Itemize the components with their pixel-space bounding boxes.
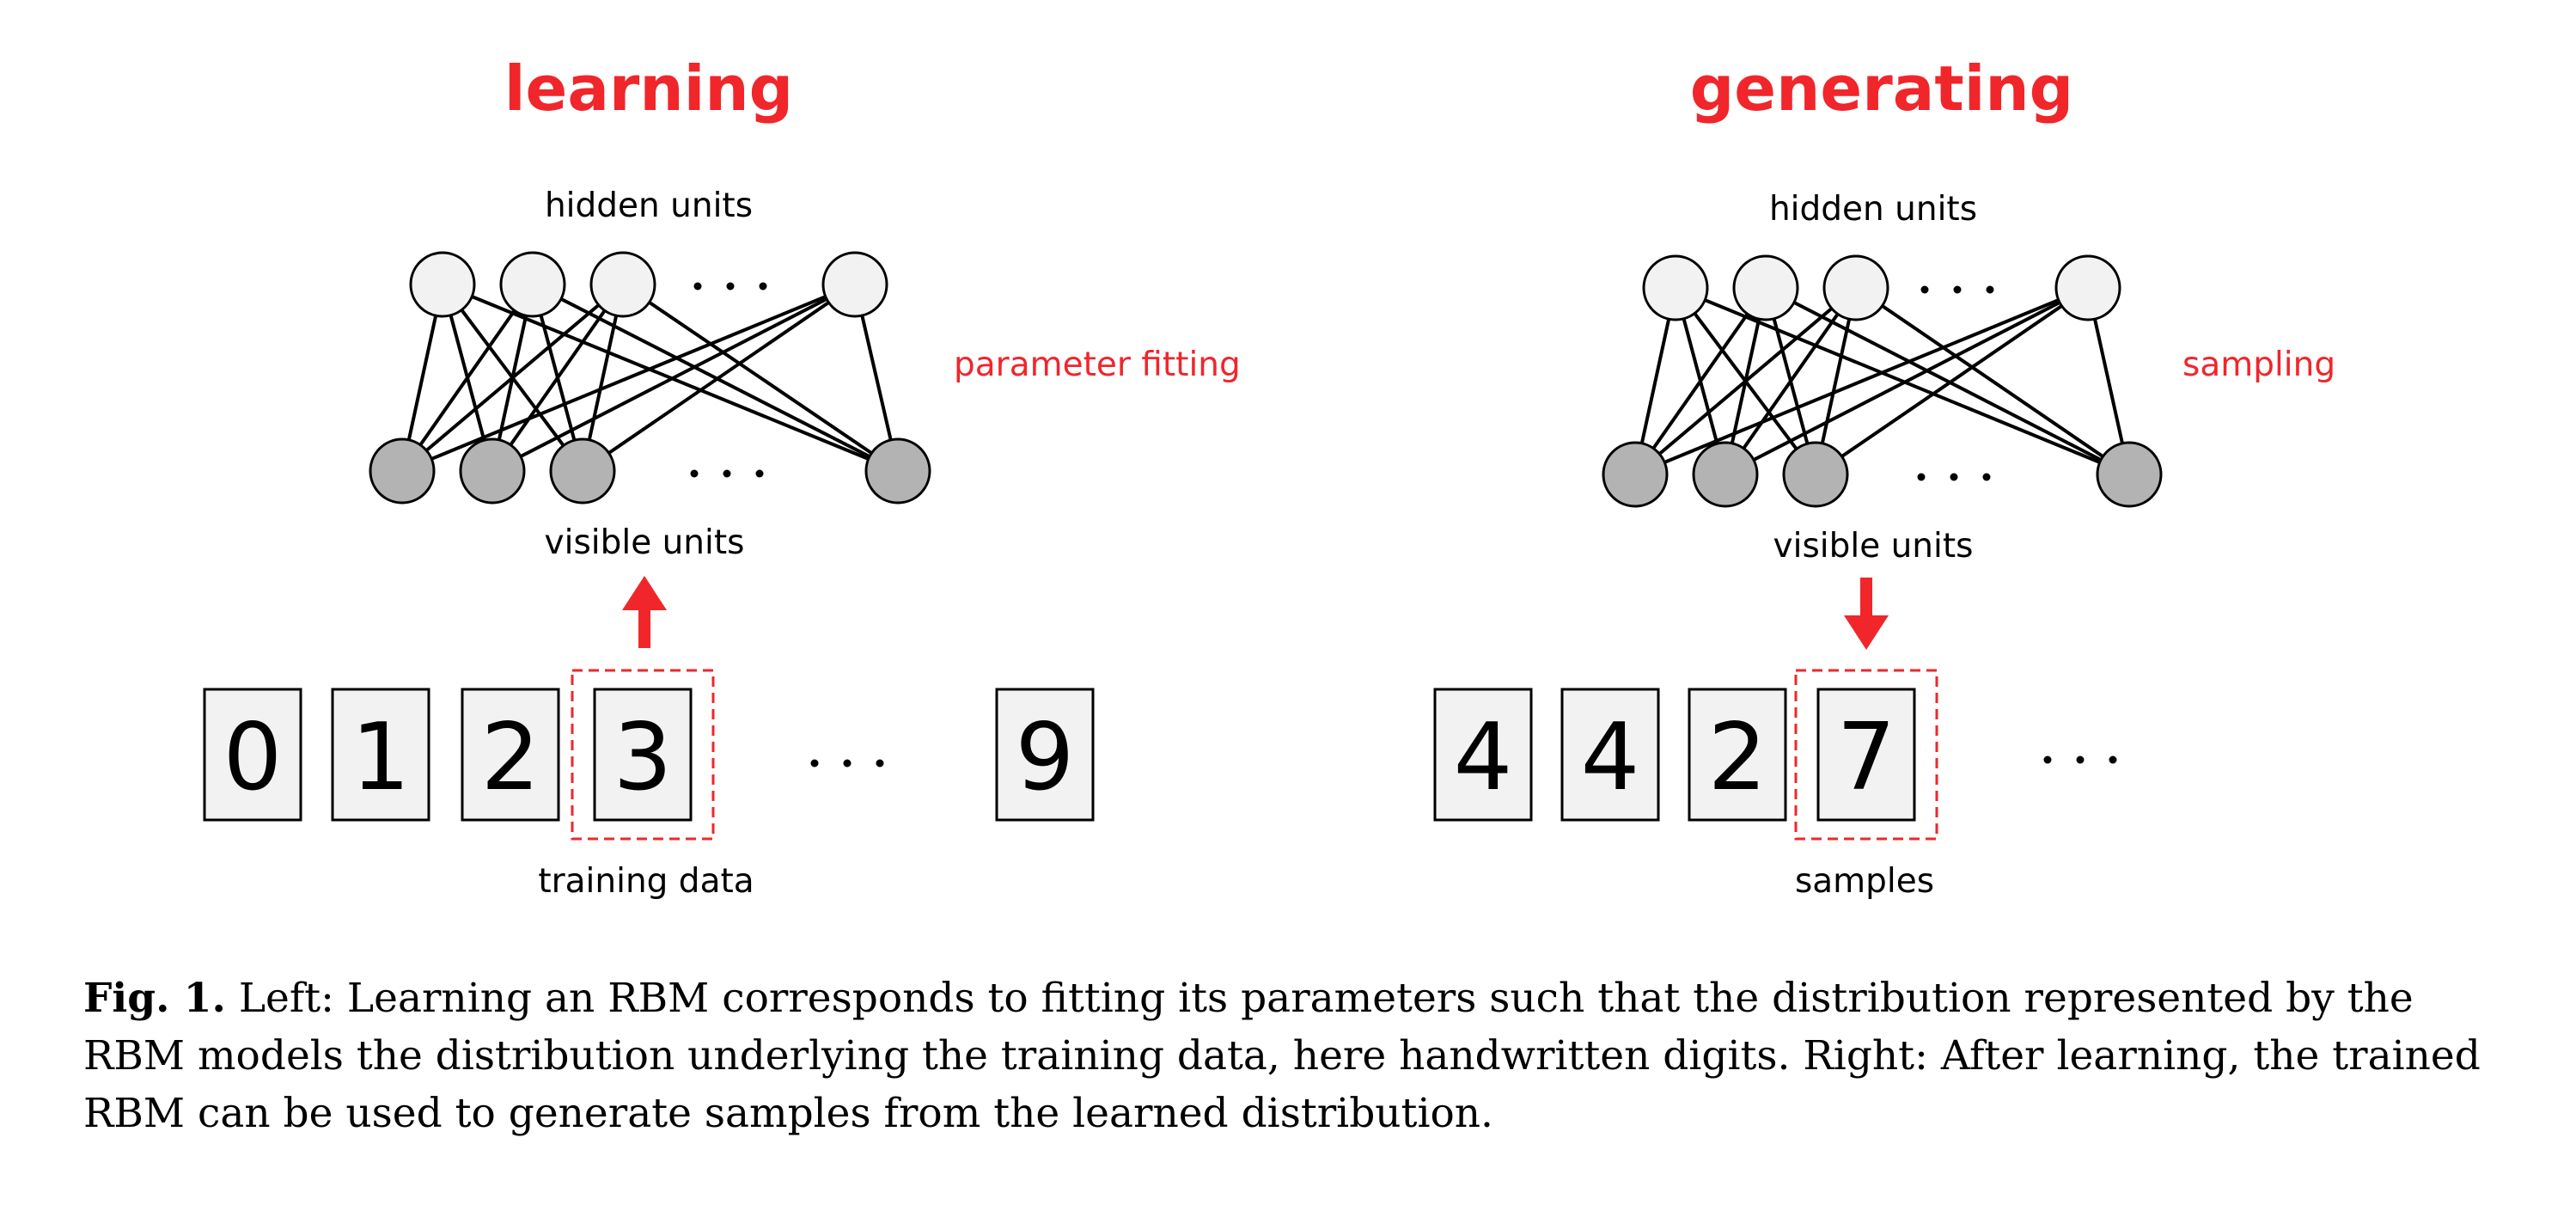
caption-text: Left: Learning an RBM corresponds to fit… — [83, 975, 2481, 1137]
right-visible-label: visible units — [1773, 527, 1974, 566]
weight-edge — [1765, 286, 2130, 476]
right-visible-ellipsis — [1917, 473, 1991, 481]
visible-unit — [1782, 441, 1849, 508]
hidden-unit — [1642, 254, 1709, 321]
weight-edge — [401, 283, 856, 473]
weight-edge — [1675, 286, 2130, 476]
digit-box-frame — [1816, 688, 1916, 822]
left-hidden-label: hidden units — [545, 187, 753, 225]
digit-box: 2 — [1688, 688, 1787, 822]
left-hidden-units — [409, 251, 888, 318]
right-hidden-ellipsis — [1920, 285, 1994, 294]
left-highlight-box — [571, 669, 715, 841]
digit-box-frame — [995, 688, 1095, 822]
digit-glyph: 2 — [481, 704, 540, 811]
digit-glyph: 7 — [1837, 704, 1896, 811]
hidden-unit — [1822, 254, 1889, 321]
weight-edge — [1633, 286, 1858, 476]
weight-edge — [400, 283, 534, 473]
weight-edge — [400, 283, 625, 473]
left-visible-label: visible units — [545, 523, 745, 562]
digit-glyph: 4 — [1454, 704, 1513, 811]
digit-box: 7 — [1816, 688, 1916, 822]
hidden-unit — [2054, 254, 2121, 321]
digit-glyph: 4 — [1581, 704, 1640, 811]
caption-label: Fig. 1. — [83, 975, 226, 1022]
right-highlight-box — [1794, 669, 1938, 841]
weight-edge — [1724, 286, 2089, 476]
digit-glyph: 1 — [351, 704, 411, 811]
visible-unit — [2096, 441, 2163, 508]
hidden-unit — [1732, 254, 1799, 321]
digit-box-frame — [1560, 688, 1660, 822]
digit-glyph: 3 — [613, 704, 673, 811]
digit-box-frame — [203, 688, 302, 822]
left-title: learning — [504, 52, 793, 125]
hidden-unit — [821, 251, 888, 318]
weight-edge — [532, 283, 899, 473]
hidden-unit — [499, 251, 566, 318]
down-arrow — [1844, 578, 1889, 650]
left-visible-ellipsis — [690, 469, 764, 478]
digit-glyph: 9 — [1016, 704, 1075, 811]
right-panel: generating hidden units sampling visible… — [1433, 52, 2335, 901]
digit-box: 4 — [1560, 688, 1660, 822]
weight-edge — [1634, 286, 2089, 476]
digit-box: 3 — [593, 688, 693, 822]
digit-box: 2 — [461, 688, 560, 822]
weight-edge — [1854, 286, 2131, 476]
visible-unit — [1692, 441, 1759, 508]
figure-caption: Fig. 1. Left: Learning an RBM correspond… — [83, 970, 2515, 1142]
hidden-unit — [409, 251, 476, 318]
right-side-label: sampling — [2182, 346, 2335, 384]
weight-edge — [1633, 286, 1767, 476]
left-panel: learning hidden units parameter fitting … — [203, 52, 1241, 901]
right-hidden-label: hidden units — [1769, 190, 1977, 229]
digit-box-frame — [1688, 688, 1787, 822]
hidden-unit — [589, 251, 656, 318]
left-visible-units — [369, 437, 931, 505]
visible-unit — [1602, 441, 1669, 508]
rbm-diagram: learning hidden units parameter fitting … — [203, 52, 2335, 901]
left-data-label: training data — [538, 862, 754, 901]
left-side-label: parameter fitting — [954, 346, 1241, 384]
weight-edge — [621, 283, 900, 473]
weight-edge — [1724, 286, 1858, 476]
digit-glyph: 2 — [1708, 704, 1767, 811]
up-arrow — [622, 576, 667, 648]
right-data-label: samples — [1795, 862, 1934, 901]
digit-box: 0 — [203, 688, 302, 822]
left-hidden-ellipsis — [693, 282, 767, 291]
right-visible-units — [1602, 441, 2163, 508]
digit-box-frame — [593, 688, 693, 822]
visible-unit — [459, 437, 526, 505]
digit-box: 9 — [995, 688, 1095, 822]
digit-box-frame — [461, 688, 560, 822]
weight-edge — [491, 283, 625, 473]
weight-edge — [1814, 286, 2090, 476]
digit-box: 1 — [331, 688, 430, 822]
right-hidden-units — [1642, 254, 2121, 321]
visible-unit — [549, 437, 616, 505]
digit-box-frame — [1433, 688, 1533, 822]
weight-edge — [491, 283, 856, 473]
digit-box: 4 — [1433, 688, 1533, 822]
visible-unit — [369, 437, 436, 505]
left-digit-ellipsis — [810, 759, 884, 768]
right-digit-ellipsis — [2043, 755, 2117, 764]
right-title: generating — [1690, 52, 2073, 125]
visible-unit — [864, 437, 931, 505]
digit-box-frame — [331, 688, 430, 822]
weight-edge — [581, 283, 857, 473]
digit-glyph: 0 — [223, 704, 283, 811]
